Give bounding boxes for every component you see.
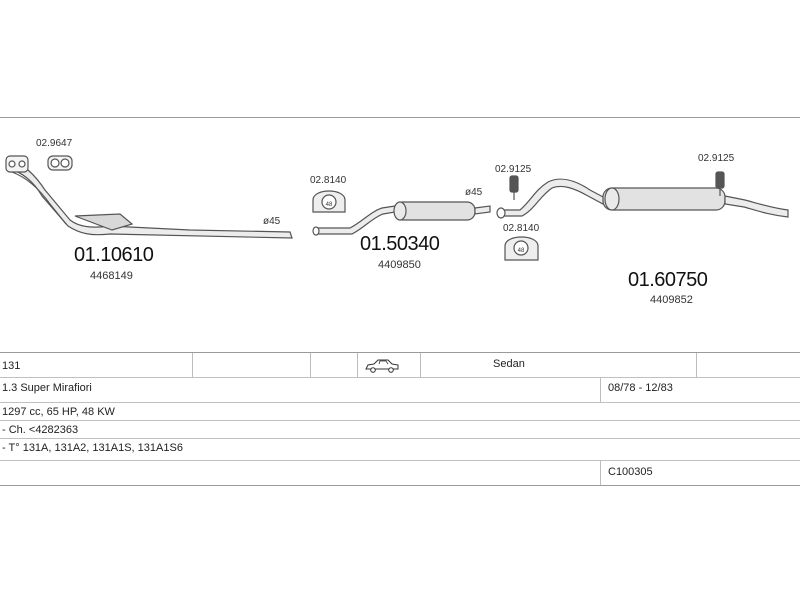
catalog-code-cell: C100305 — [608, 466, 653, 478]
table-divider — [0, 420, 800, 421]
chassis-cell: - Ch. <4282363 — [2, 424, 79, 436]
part-number: 01.10610 — [74, 244, 154, 266]
table-divider — [0, 377, 800, 378]
table-cell-border — [420, 353, 421, 377]
accessory-label: 02.8140 — [310, 175, 347, 186]
part-reference: 4409850 — [378, 259, 421, 271]
specs-cell: 1297 cc, 65 HP, 48 KW — [2, 406, 115, 418]
table-cell-border — [600, 378, 601, 402]
gasket-drawing — [47, 155, 73, 171]
table-divider — [0, 352, 800, 353]
table-divider — [0, 460, 800, 461]
part-reference: 4409852 — [650, 294, 693, 306]
table-divider — [0, 485, 800, 486]
clamp-drawing — [312, 190, 346, 213]
clamp-badge: 48 — [326, 202, 333, 208]
rear-silencer-drawing — [496, 178, 789, 219]
accessory-label: 02.8140 — [503, 223, 540, 234]
car-icon — [364, 358, 400, 374]
middle-silencer-drawing — [312, 201, 491, 236]
table-cell-border — [600, 461, 601, 485]
table-divider — [0, 438, 800, 439]
top-divider — [0, 117, 800, 118]
table-cell-border — [696, 353, 697, 377]
accessory-label: 02.9125 — [698, 153, 735, 164]
hanger-drawing — [715, 171, 725, 196]
diameter-label: ø45 — [465, 187, 483, 198]
period-cell: 08/78 - 12/83 — [608, 382, 673, 394]
model-cell: 131 — [2, 360, 21, 372]
table-cell-border — [357, 353, 358, 377]
table-cell-border — [310, 353, 311, 377]
front-pipe-drawing — [5, 155, 293, 239]
clamp-drawing — [504, 236, 539, 261]
part-number: 01.50340 — [360, 233, 440, 255]
engine-cell: 1.3 Super Mirafiori — [2, 382, 92, 394]
clamp-badge: 48 — [518, 248, 525, 254]
body-type-cell: Sedan — [493, 358, 525, 370]
diameter-label: ø45 — [263, 216, 281, 227]
types-cell: - T° 131A, 131A2, 131A1S, 131A1S6 — [2, 442, 183, 454]
accessory-label: 02.9647 — [36, 138, 73, 149]
table-cell-border — [192, 353, 193, 377]
hanger-drawing — [509, 175, 519, 200]
part-reference: 4468149 — [90, 270, 133, 282]
table-divider — [0, 402, 800, 403]
part-number: 01.60750 — [628, 269, 708, 291]
exhaust-system-diagram: 48 48 — [5, 155, 789, 261]
accessory-label: 02.9125 — [495, 164, 532, 175]
